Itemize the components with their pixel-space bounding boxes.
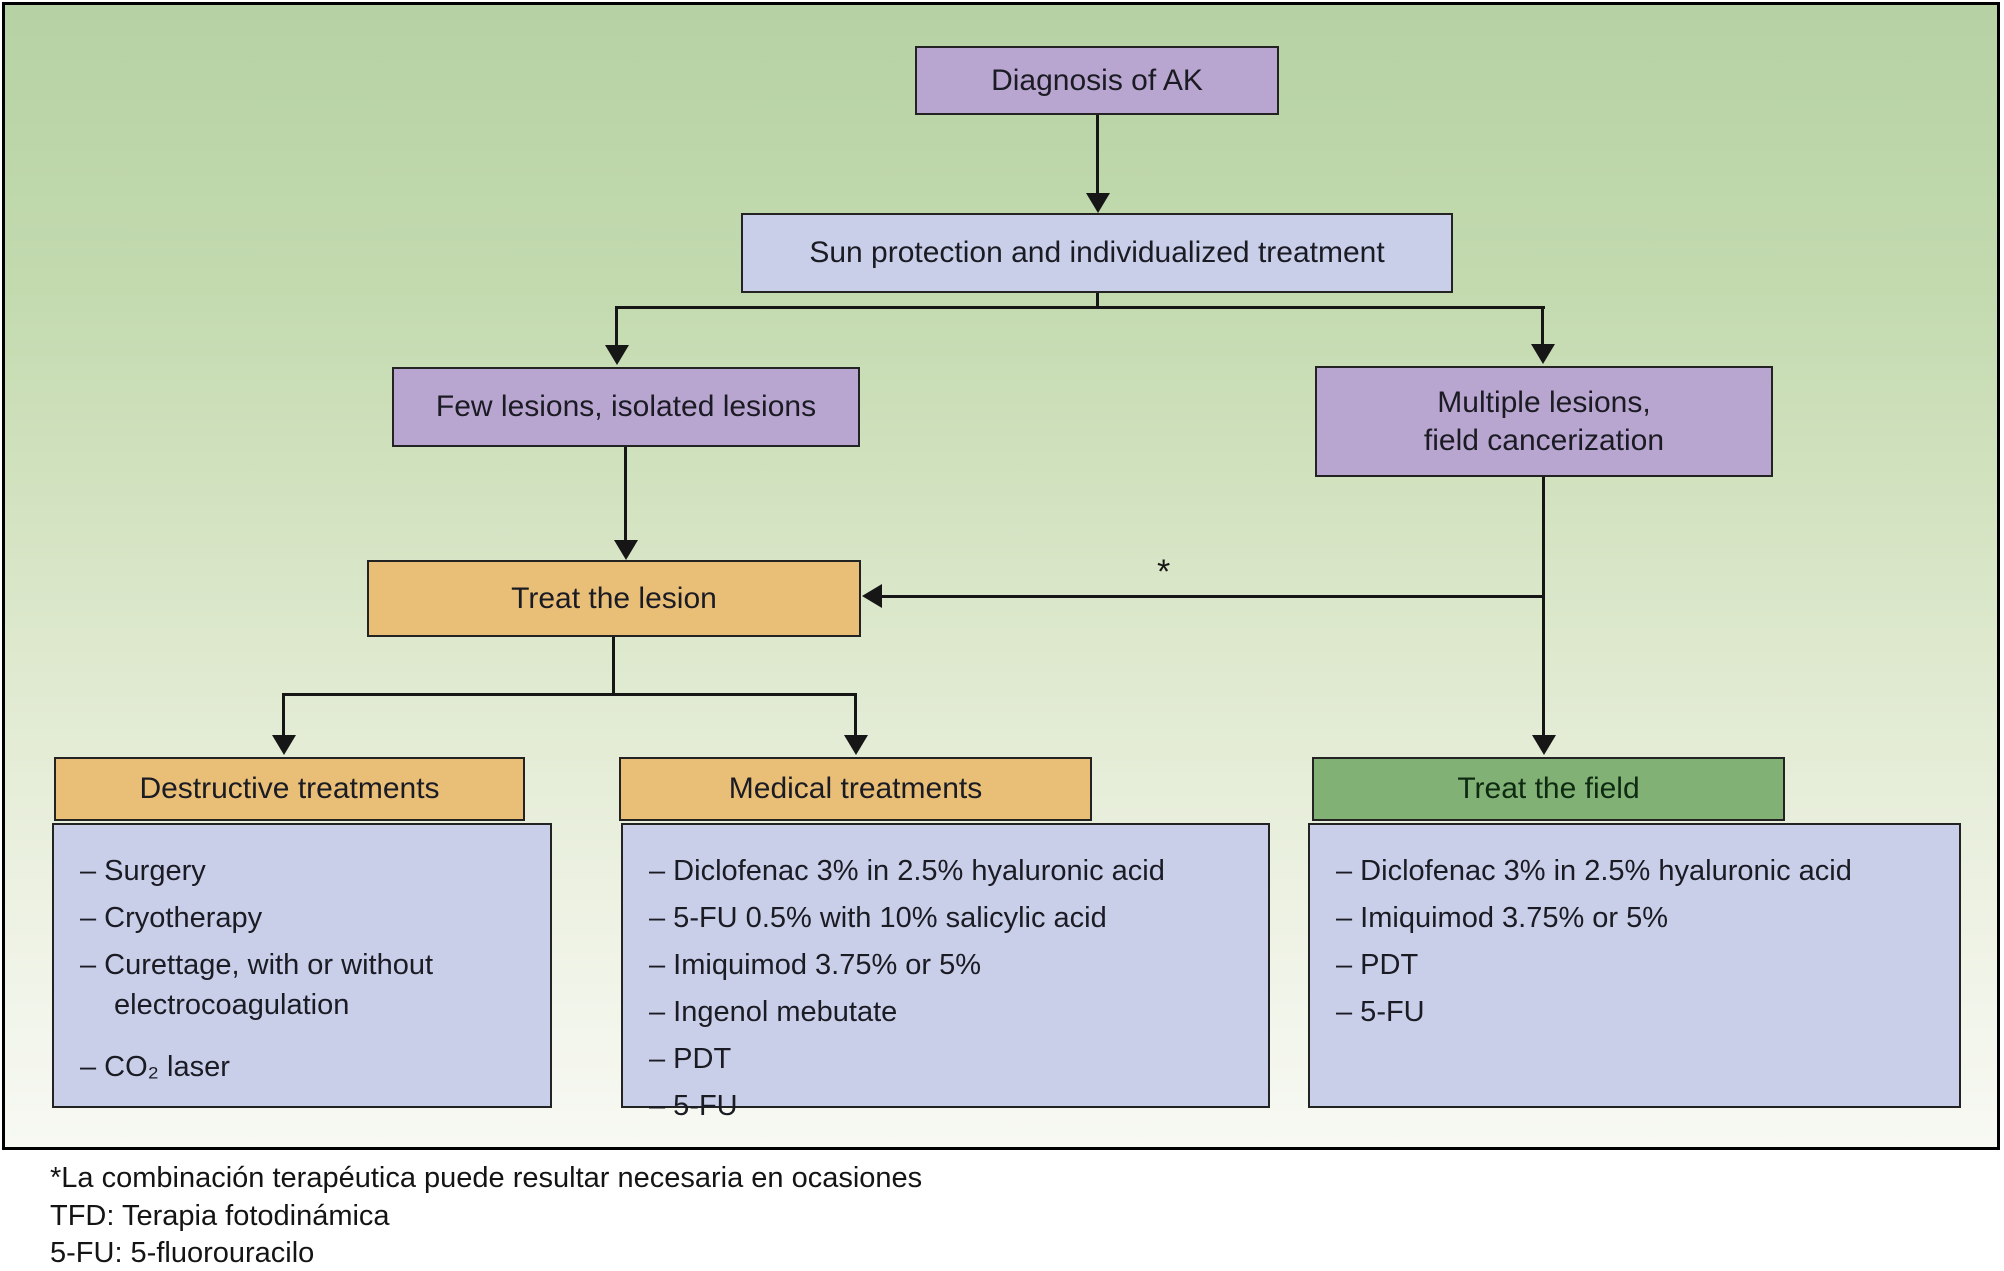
arrowhead-down-icon bbox=[1532, 735, 1556, 755]
connector-line bbox=[1541, 306, 1544, 347]
list-item: – 5-FU 0.5% with 10% salicylic acid bbox=[649, 902, 1107, 935]
header-treat-the-field: Treat the field bbox=[1312, 757, 1785, 821]
list-item: – CO₂ laser bbox=[80, 1051, 230, 1084]
header-medical-treatments: Medical treatments bbox=[619, 757, 1092, 821]
list-item: – Diclofenac 3% in 2.5% hyaluronic acid bbox=[649, 855, 1165, 887]
list-item: – Imiquimod 3.75% or 5% bbox=[649, 949, 982, 982]
connector-line bbox=[612, 637, 615, 695]
node-treat-the-lesion: Treat the lesion bbox=[367, 560, 861, 637]
node-few-lesions-label: Few lesions, isolated lesions bbox=[435, 390, 817, 424]
connector-line bbox=[1096, 115, 1099, 195]
list-item: – Cryotherapy bbox=[80, 902, 263, 935]
header-destructive-treatments: Destructive treatments bbox=[54, 757, 525, 821]
header-treat-the-field-label: Treat the field bbox=[1457, 772, 1640, 806]
node-treat-the-lesion-label: Treat the lesion bbox=[511, 581, 717, 615]
footnote-5fu: 5-FU: 5-fluorouracilo bbox=[50, 1237, 315, 1270]
arrowhead-down-icon bbox=[844, 735, 868, 755]
connector-line bbox=[1096, 293, 1099, 309]
arrowhead-down-icon bbox=[1086, 193, 1110, 213]
list-destructive-treatments: – Surgery – Cryotherapy – Curettage, wit… bbox=[52, 823, 552, 1108]
arrowhead-left-icon bbox=[862, 584, 882, 608]
header-destructive-treatments-label: Destructive treatments bbox=[139, 772, 440, 806]
connector-line bbox=[282, 693, 285, 737]
list-item: – Diclofenac 3% in 2.5% hyaluronic acid bbox=[1336, 855, 1852, 887]
list-item: – PDT bbox=[649, 1043, 732, 1076]
footnote-tfd: TFD: Terapia fotodinámica bbox=[50, 1199, 390, 1232]
list-treat-the-field: – Diclofenac 3% in 2.5% hyaluronic acid … bbox=[1308, 823, 1961, 1108]
connector-line bbox=[854, 693, 857, 737]
footnotes: *La combinación terapéutica puede result… bbox=[50, 1160, 922, 1271]
list-item: – PDT bbox=[1336, 949, 1419, 982]
list-medical-treatments: – Diclofenac 3% in 2.5% hyaluronic acid … bbox=[621, 823, 1270, 1122]
arrowhead-down-icon bbox=[614, 540, 638, 560]
node-multiple-lesions: Multiple lesions, field cancerization bbox=[1315, 366, 1773, 477]
arrowhead-down-icon bbox=[605, 345, 629, 365]
connector-line bbox=[624, 447, 627, 543]
footnote-combination: *La combinación terapéutica puede result… bbox=[50, 1162, 923, 1194]
connector-line bbox=[615, 306, 618, 348]
node-multiple-lesions-label: Multiple lesions, field cancerization bbox=[1423, 386, 1665, 457]
list-item: – Ingenol mebutate bbox=[649, 996, 898, 1029]
node-sun-protection: Sun protection and individualized treatm… bbox=[741, 213, 1453, 293]
connector-line bbox=[879, 595, 1545, 598]
connector-line bbox=[282, 693, 857, 696]
combination-note-marker: * bbox=[1157, 553, 1171, 591]
list-item: – Curettage, with or without electrocoag… bbox=[80, 949, 434, 1022]
list-item: – Imiquimod 3.75% or 5% bbox=[1336, 902, 1669, 935]
node-few-lesions: Few lesions, isolated lesions bbox=[392, 367, 860, 447]
connector-line bbox=[615, 306, 1545, 309]
arrowhead-down-icon bbox=[272, 735, 296, 755]
node-diagnosis-of-ak: Diagnosis of AK bbox=[915, 46, 1279, 115]
node-sun-protection-label: Sun protection and individualized treatm… bbox=[809, 236, 1385, 270]
list-item: – 5-FU bbox=[649, 1090, 738, 1123]
list-item: – 5-FU bbox=[1336, 996, 1425, 1029]
header-medical-treatments-label: Medical treatments bbox=[728, 772, 983, 806]
diagram-bordered-area: Diagnosis of AK Sun protection and indiv… bbox=[2, 2, 2000, 1150]
list-item: – Surgery bbox=[80, 855, 206, 887]
node-diagnosis-of-ak-label: Diagnosis of AK bbox=[991, 63, 1203, 97]
connector-line bbox=[1542, 477, 1545, 739]
arrowhead-down-icon bbox=[1531, 344, 1555, 364]
